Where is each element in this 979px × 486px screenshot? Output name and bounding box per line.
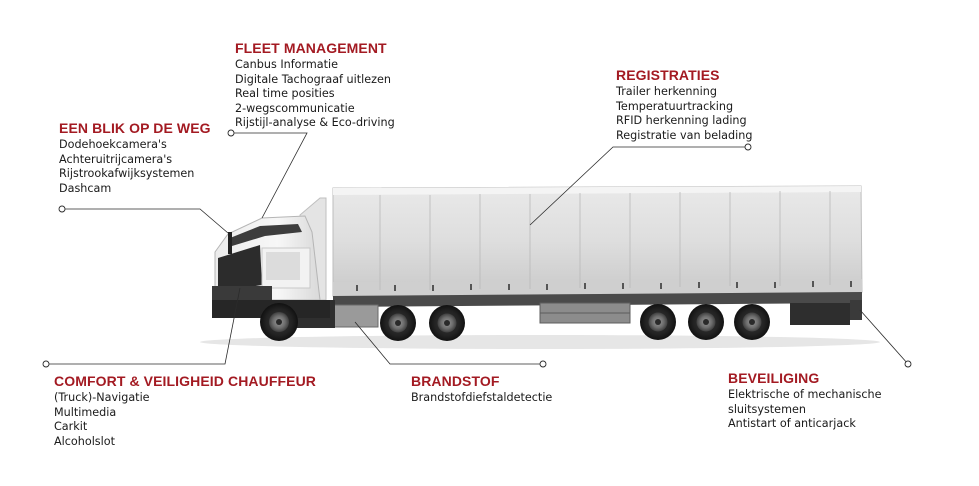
leader-registraties xyxy=(529,146,748,226)
trailer xyxy=(332,185,863,325)
tractor-cab xyxy=(212,197,379,328)
leader-comfort xyxy=(46,287,241,365)
callout-item: 2-wegscommunicatie xyxy=(235,101,355,115)
leader-dot-comfort xyxy=(42,360,50,368)
wheels xyxy=(260,303,770,341)
callout-een-blik-op-de-weg: EEN BLIK OP DE WEG Dodehoekcamera's Acht… xyxy=(59,120,211,196)
callout-title: FLEET MANAGEMENT xyxy=(235,40,387,56)
callout-item: Trailer herkenning xyxy=(616,85,717,98)
callout-comfort-veiligheid: COMFORT & VEILIGHEID CHAUFFEUR (Truck)-N… xyxy=(54,373,316,449)
leader-dot-registraties xyxy=(744,143,752,151)
ground-shadow xyxy=(200,335,880,349)
leader-dot-brandstof xyxy=(539,360,547,368)
callout-item: Brandstofdiefstaldetectie xyxy=(411,391,553,404)
callout-item: Temperatuurtracking xyxy=(616,99,734,113)
callout-item: Dashcam xyxy=(59,181,112,195)
callout-brandstof: BRANDSTOF Brandstofdiefstaldetectie xyxy=(411,373,552,406)
leader-fleet xyxy=(231,132,308,219)
leader-dot-weg xyxy=(58,205,66,213)
callout-item: Digitale Tachograaf uitlezen xyxy=(235,72,391,86)
leader-dot-fleet xyxy=(227,129,235,137)
callout-item: Rijstrookafwijksystemen xyxy=(59,167,195,181)
callout-item: RFID herkenning lading xyxy=(616,114,747,128)
callout-title: REGISTRATIES xyxy=(616,67,720,83)
callout-item: Antistart of anticarjack xyxy=(728,417,856,431)
callout-title: BRANDSTOF xyxy=(411,373,500,389)
callout-item: Real time posities xyxy=(235,87,335,101)
callout-registraties: REGISTRATIES Trailer herkenning Temperat… xyxy=(616,67,752,143)
callout-item: Canbus Informatie xyxy=(235,58,339,71)
leader-brandstof xyxy=(354,321,543,365)
callout-item: Registratie van belading xyxy=(616,128,753,142)
callout-item: (Truck)-Navigatie xyxy=(54,391,150,404)
callout-title: BEVEILIGING xyxy=(728,370,820,386)
leader-beveiliging xyxy=(859,309,909,365)
callout-item: Elektrische of mechanische xyxy=(728,388,882,401)
callout-item: Achteruitrijcamera's xyxy=(59,152,173,166)
callout-title: COMFORT & VEILIGHEID CHAUFFEUR xyxy=(54,373,316,389)
callout-item: Rijstijl-analyse & Eco-driving xyxy=(235,116,395,130)
callout-item: Dodehoekcamera's xyxy=(59,138,167,151)
callout-fleet-management: FLEET MANAGEMENT Canbus Informatie Digit… xyxy=(235,40,395,131)
callout-item: Alcoholslot xyxy=(54,434,115,448)
callout-item: sluitsystemen xyxy=(728,402,806,416)
callout-title: EEN BLIK OP DE WEG xyxy=(59,120,211,136)
leader-weg xyxy=(62,208,229,234)
leader-dot-beveiliging xyxy=(904,360,912,368)
callout-item: Multimedia xyxy=(54,405,117,419)
callout-beveiliging: BEVEILIGING Elektrische of mechanische s… xyxy=(728,370,882,432)
callout-item: Carkit xyxy=(54,420,88,434)
